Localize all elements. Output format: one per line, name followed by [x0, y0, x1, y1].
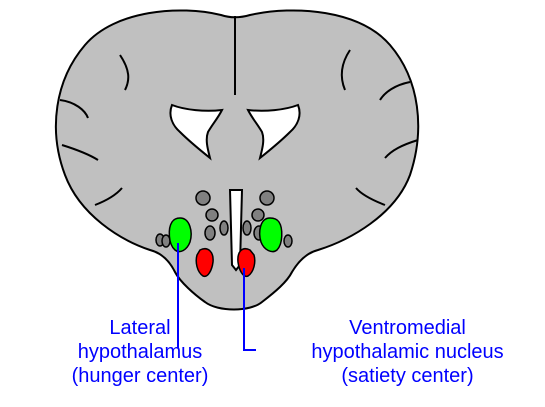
- ventromedial-label-line1: Ventromedial: [290, 316, 525, 340]
- ventromedial-label-line2: hypothalamic nucleus: [290, 340, 525, 364]
- ventromedial-label-line3: (satiety center): [290, 364, 525, 388]
- lateral-label-line1: Lateral: [40, 316, 240, 340]
- ventromedial-nucleus-label: Ventromedial hypothalamic nucleus (satie…: [290, 316, 525, 388]
- gray-nucleus: [220, 221, 228, 235]
- gray-nucleus: [252, 209, 264, 221]
- ventromedial-nucleus-right: [238, 249, 255, 277]
- ventromedial-nucleus-left: [196, 249, 213, 277]
- lateral-label-line3: (hunger center): [40, 364, 240, 388]
- gray-nucleus: [284, 235, 292, 247]
- gray-nucleus: [260, 191, 274, 205]
- lateral-hypothalamus-left: [169, 218, 191, 252]
- gray-nucleus: [206, 209, 218, 221]
- gray-nucleus: [243, 221, 251, 235]
- lateral-hypothalamus-right: [260, 218, 282, 252]
- lateral-label-line2: hypothalamus: [40, 340, 240, 364]
- gray-nucleus: [196, 191, 210, 205]
- lateral-hypothalamus-label: Lateral hypothalamus (hunger center): [40, 316, 240, 388]
- gray-nucleus: [205, 226, 215, 240]
